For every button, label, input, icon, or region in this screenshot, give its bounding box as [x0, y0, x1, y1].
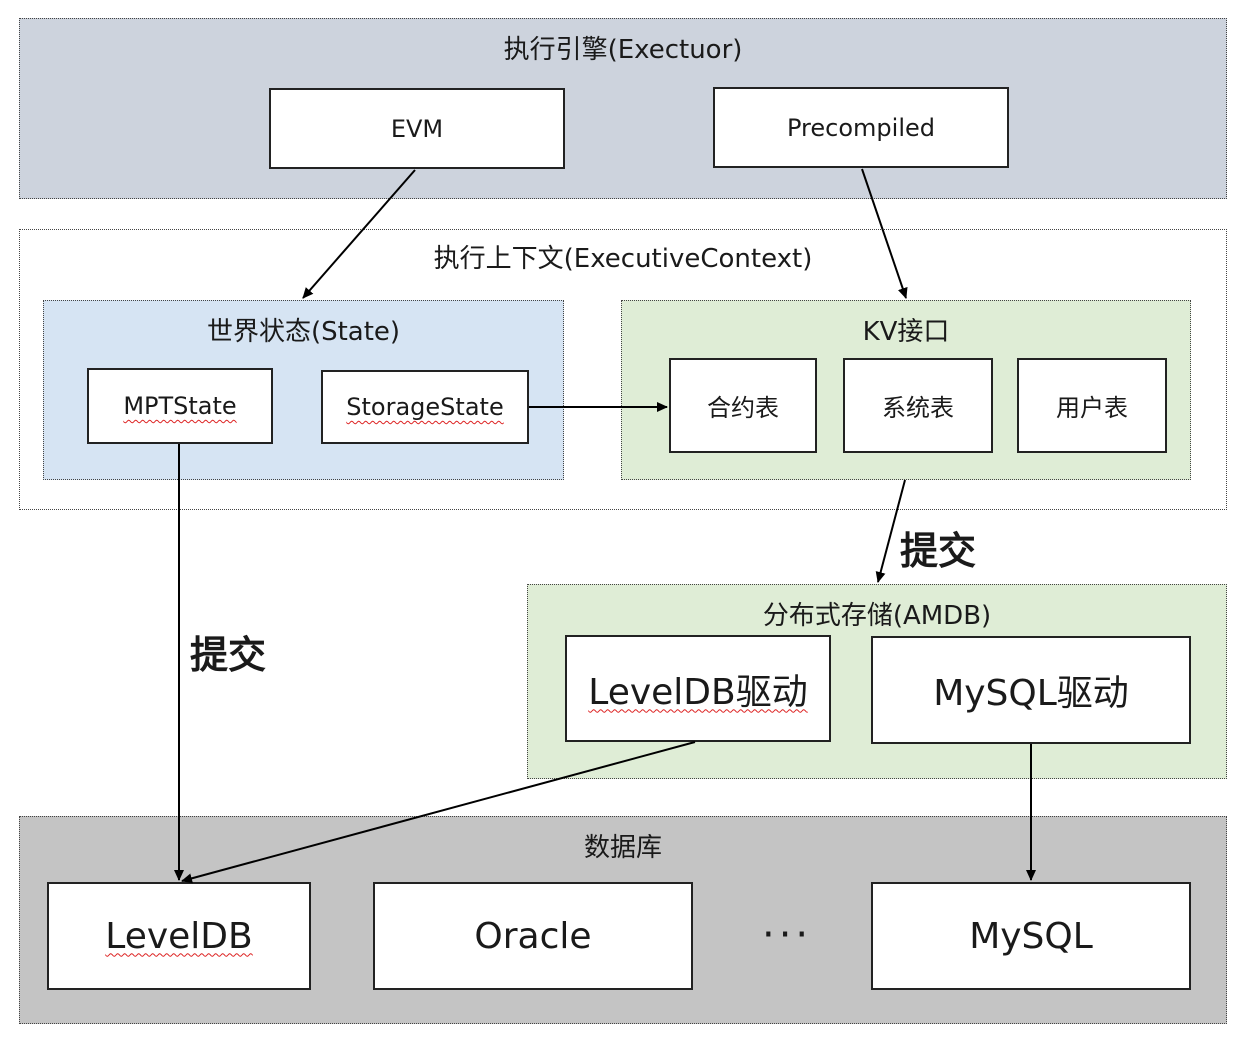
- system-table-box: 系统表: [843, 358, 993, 453]
- storagestate-box: StorageState: [321, 370, 529, 444]
- mysql-driver-label: MySQL驱动: [933, 673, 1129, 714]
- executor-region: 执行引擎(Exectuor): [19, 18, 1227, 199]
- context-title: 执行上下文(ExecutiveContext): [433, 244, 813, 274]
- mysql-driver-box: MySQL驱动: [871, 636, 1191, 744]
- kv-title: KV接口: [862, 317, 950, 347]
- evm-box: EVM: [269, 88, 565, 169]
- commit-label-left: 提交: [190, 633, 267, 677]
- storagestate-label: StorageState: [346, 393, 504, 421]
- system-table-label: 系统表: [882, 394, 954, 422]
- executor-title: 执行引擎(Exectuor): [503, 35, 743, 65]
- mysql-label: MySQL: [969, 915, 1093, 957]
- amdb-title: 分布式存储(AMDB): [762, 601, 992, 631]
- state-title: 世界状态(State): [206, 317, 401, 347]
- oracle-box: Oracle: [373, 882, 693, 990]
- arrow-evm-to-state: [302, 169, 416, 299]
- evm-label: EVM: [390, 114, 444, 143]
- precompiled-label: Precompiled: [787, 113, 935, 142]
- database-title: 数据库: [583, 833, 662, 863]
- leveldb-label: LevelDB: [105, 915, 253, 957]
- precompiled-box: Precompiled: [713, 87, 1009, 168]
- oracle-label: Oracle: [474, 915, 592, 957]
- mysql-box: MySQL: [871, 882, 1191, 990]
- contract-table-label: 合约表: [707, 394, 779, 422]
- mptstate-label: MPTState: [123, 392, 237, 420]
- ellipsis: ···: [762, 912, 813, 958]
- user-table-box: 用户表: [1017, 358, 1167, 453]
- arrow-kv-to-amdb: [875, 479, 906, 583]
- leveldb-driver-label: LevelDB驱动: [588, 671, 808, 713]
- contract-table-box: 合约表: [669, 358, 817, 453]
- leveldb-driver-box: LevelDB驱动: [565, 635, 831, 742]
- arrow-precompiled-to-kv: [861, 168, 908, 299]
- leveldb-box: LevelDB: [47, 882, 311, 990]
- arrow-leveldb-driver-to-leveldb: [181, 741, 696, 884]
- mptstate-box: MPTState: [87, 368, 273, 444]
- commit-label-right: 提交: [900, 529, 977, 573]
- user-table-label: 用户表: [1056, 394, 1128, 422]
